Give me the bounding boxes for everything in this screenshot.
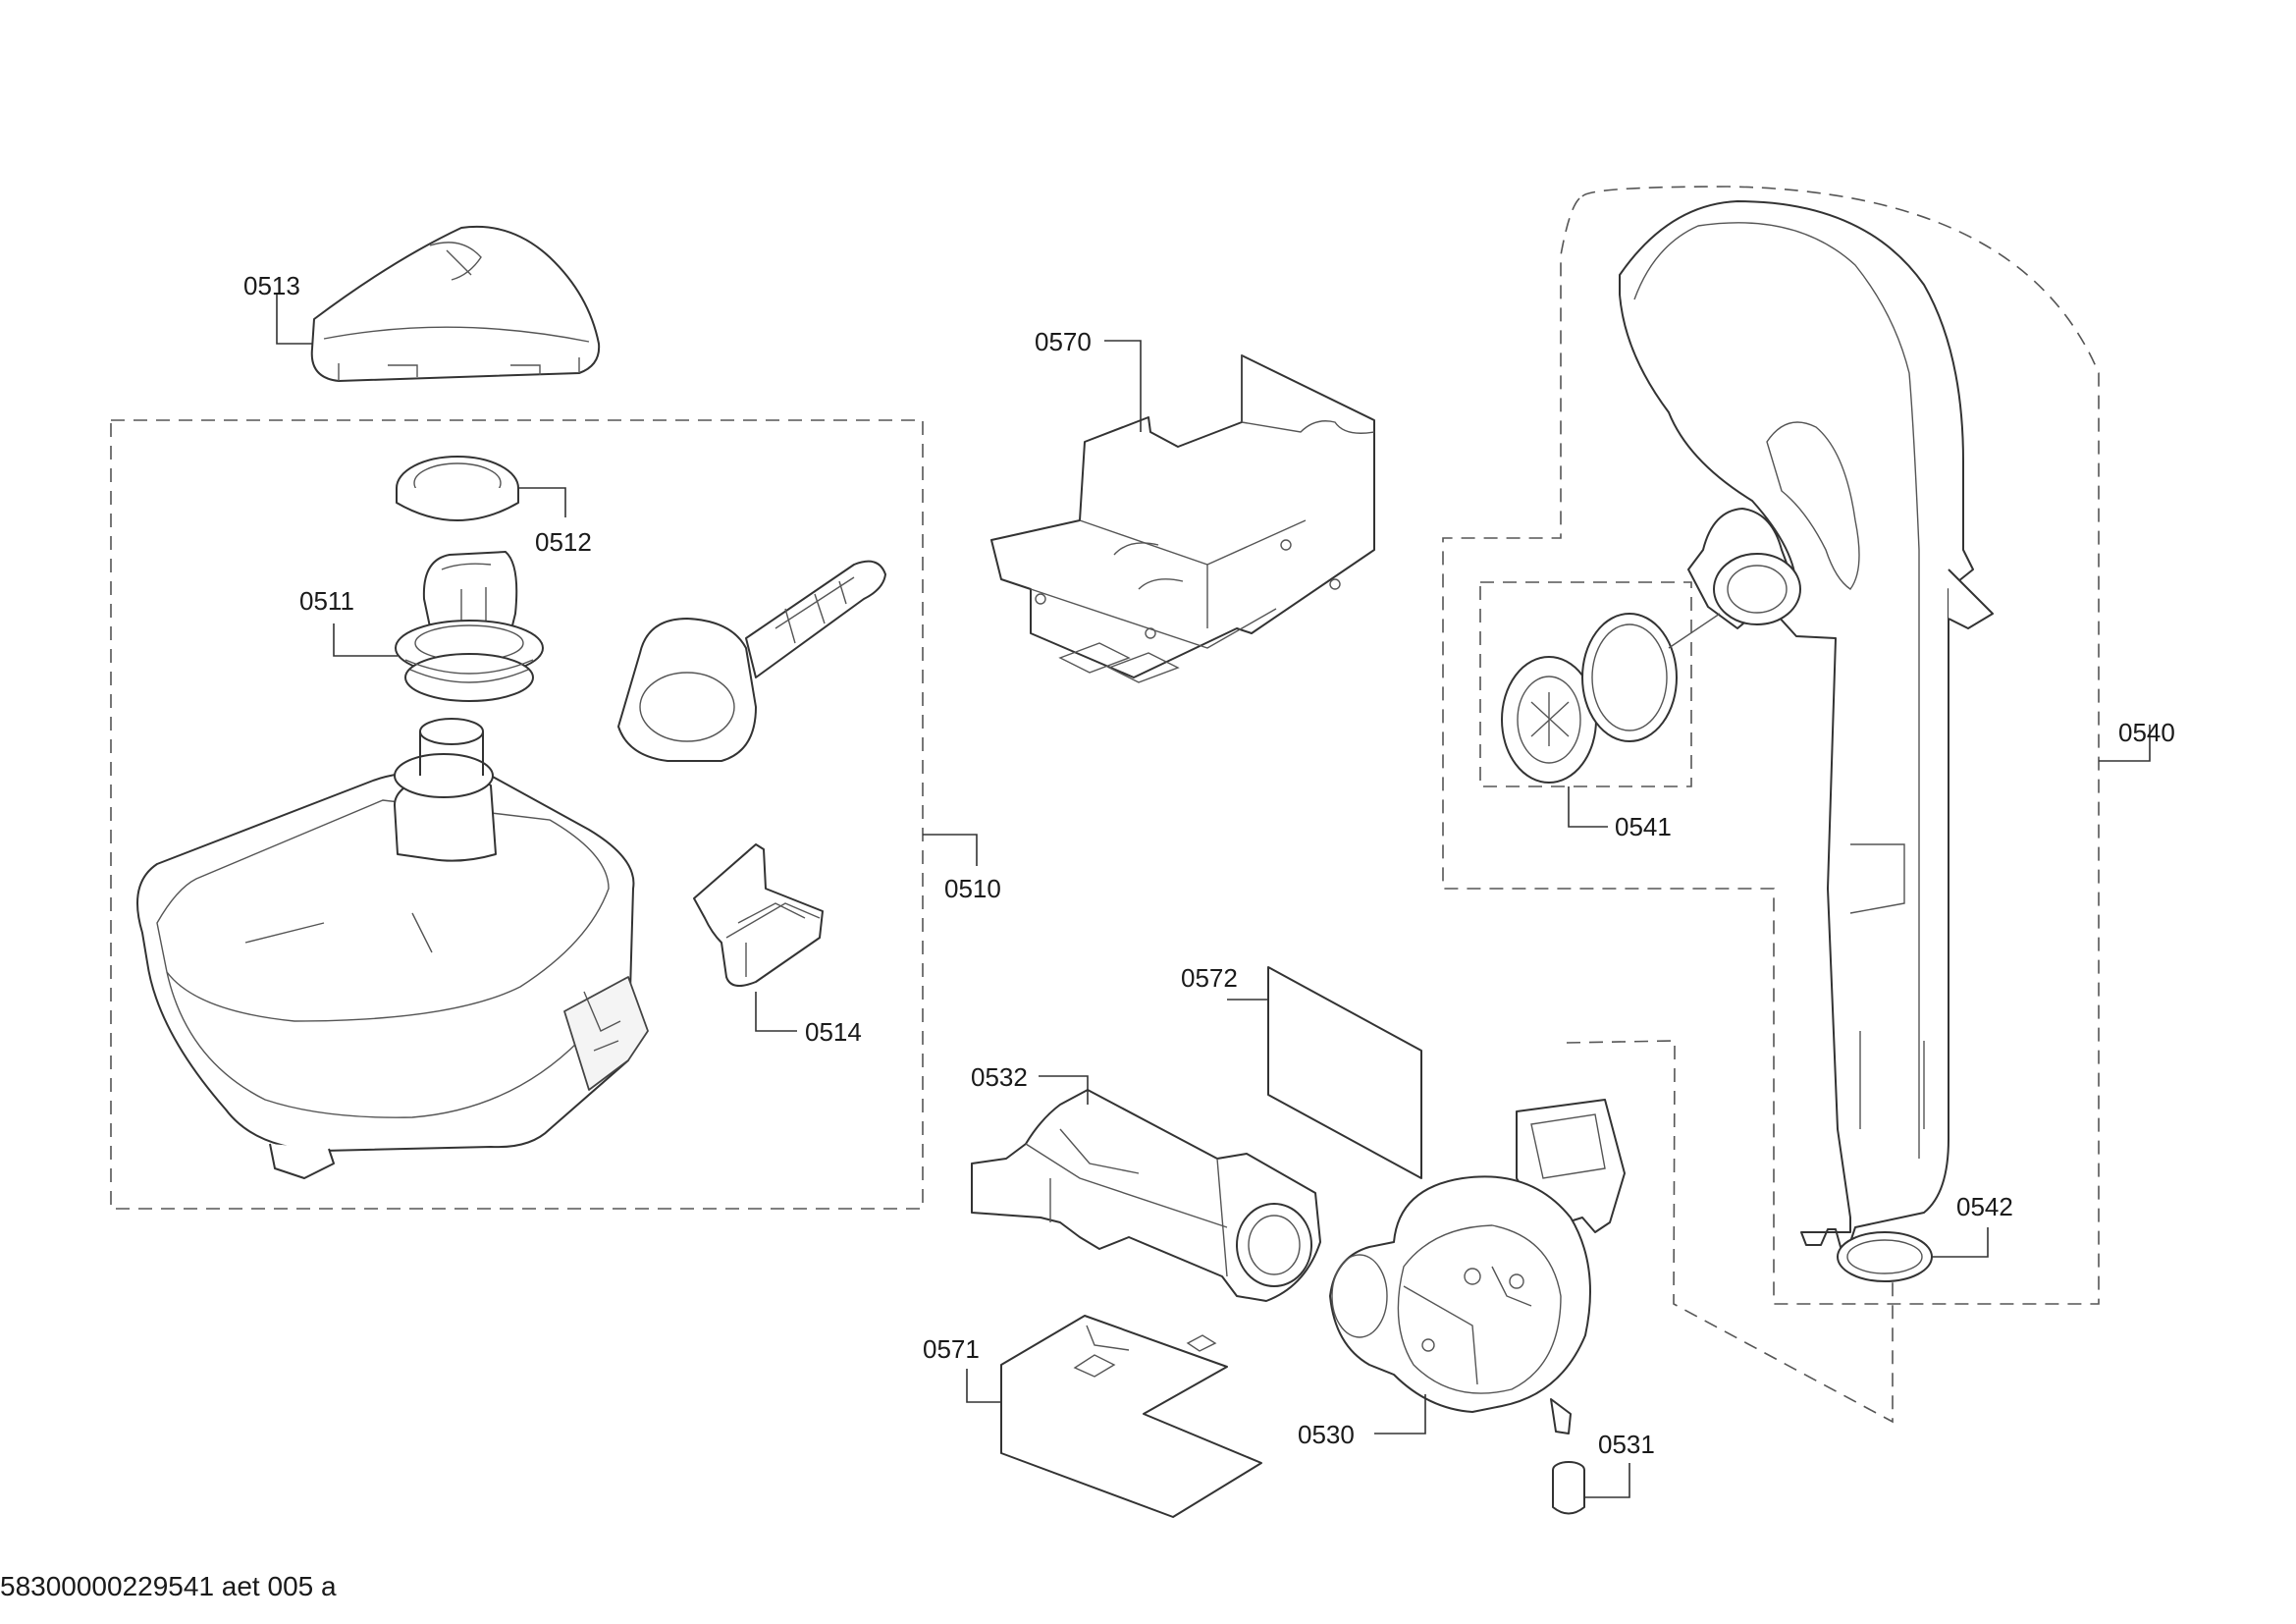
part-0511-filler-funnel[interactable] [395, 551, 544, 702]
leader-0570 [1104, 340, 1142, 432]
label-0514: 0514 [805, 1017, 862, 1047]
leader-0571 [966, 1369, 1001, 1403]
leader-0510 [923, 834, 978, 866]
leader-0530 [1374, 1394, 1426, 1435]
part-0572-insulation-sheet[interactable] [1267, 966, 1422, 1179]
label-0512: 0512 [535, 527, 592, 557]
label-0572: 0572 [1181, 963, 1238, 993]
label-0530: 0530 [1298, 1420, 1355, 1449]
label-0510: 0510 [944, 874, 1001, 903]
part-0541-grille[interactable] [1501, 613, 1721, 784]
part-0513-cap[interactable] [310, 225, 601, 382]
part-0542-o-ring[interactable] [1837, 1231, 1933, 1282]
part-0512-ring-nut[interactable] [396, 456, 519, 521]
part-0514-bracket[interactable] [693, 843, 824, 987]
part-measuring-scoop[interactable] [617, 560, 886, 762]
leader-0540 [2099, 725, 2151, 762]
part-0530-blower-motor[interactable] [1329, 1099, 1626, 1435]
group-box-0510 [110, 419, 924, 1210]
part-0532-duct-adapter[interactable] [971, 1089, 1321, 1302]
leader-0532 [1039, 1075, 1089, 1105]
part-0510-water-tank[interactable] [136, 718, 649, 1179]
leader-0541 [1568, 786, 1608, 828]
label-0540: 0540 [2118, 718, 2175, 747]
drawing-reference-code: 58300000229541 aet 005 a [0, 1571, 337, 1601]
label-0531: 0531 [1598, 1430, 1655, 1459]
label-0532: 0532 [971, 1062, 1028, 1092]
part-0571-insulation-mat[interactable] [1000, 1315, 1262, 1518]
leader-0572 [1227, 999, 1269, 1080]
part-0570-holder[interactable] [990, 354, 1375, 683]
part-0531-bushing[interactable] [1552, 1461, 1585, 1515]
leader-0542 [1932, 1227, 1989, 1258]
label-0542: 0542 [1956, 1192, 2013, 1221]
group-box-0540 [1442, 186, 2100, 1305]
leader-0511 [333, 623, 398, 657]
label-0570: 0570 [1035, 327, 1092, 356]
group-box-0541 [1479, 581, 1692, 787]
label-0541: 0541 [1615, 812, 1672, 841]
label-0511: 0511 [299, 586, 354, 616]
leader-0531 [1584, 1463, 1630, 1498]
label-0571: 0571 [923, 1334, 980, 1364]
label-0513: 0513 [243, 271, 300, 300]
leader-0512 [518, 487, 566, 517]
part-0540-air-duct[interactable] [1619, 200, 1994, 1248]
leader-0513 [276, 295, 312, 345]
group-box-0530 [1566, 1040, 1894, 1424]
leader-0514 [755, 992, 797, 1032]
